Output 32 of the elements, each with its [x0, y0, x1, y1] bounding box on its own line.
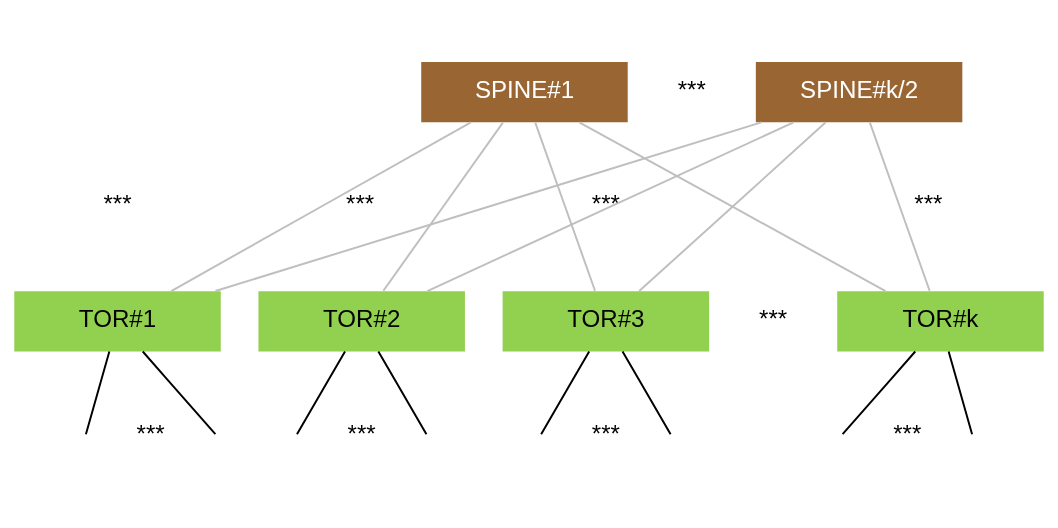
label: ***	[591, 419, 620, 447]
node-box: TOR#3	[502, 291, 710, 352]
connector	[141, 350, 217, 436]
connector	[578, 121, 887, 292]
label: ***	[914, 190, 943, 218]
connector	[84, 350, 111, 436]
label: ***	[136, 419, 165, 447]
connector	[841, 350, 917, 436]
connector	[638, 121, 827, 293]
connector	[296, 350, 346, 436]
label: ***	[893, 419, 922, 447]
label: ***	[346, 190, 375, 218]
label: ***	[347, 419, 376, 447]
node-box: TOR#k	[837, 291, 1044, 352]
connector	[534, 121, 596, 292]
connector	[868, 121, 931, 292]
node-box: TOR#2	[258, 291, 465, 352]
node-box: TOR#1	[14, 291, 221, 352]
label: ***	[103, 190, 132, 218]
connector	[540, 350, 591, 436]
label: ***	[759, 305, 788, 332]
connector	[382, 121, 504, 292]
node-box: SPINE#1	[421, 62, 628, 123]
connector	[170, 121, 472, 292]
connector	[214, 121, 763, 292]
connector	[947, 350, 974, 436]
node-box: SPINE#k/2	[755, 62, 963, 123]
connector	[621, 350, 672, 436]
connector	[377, 350, 428, 436]
label: ***	[591, 190, 620, 218]
connector	[426, 121, 795, 292]
label: ***	[677, 75, 706, 103]
